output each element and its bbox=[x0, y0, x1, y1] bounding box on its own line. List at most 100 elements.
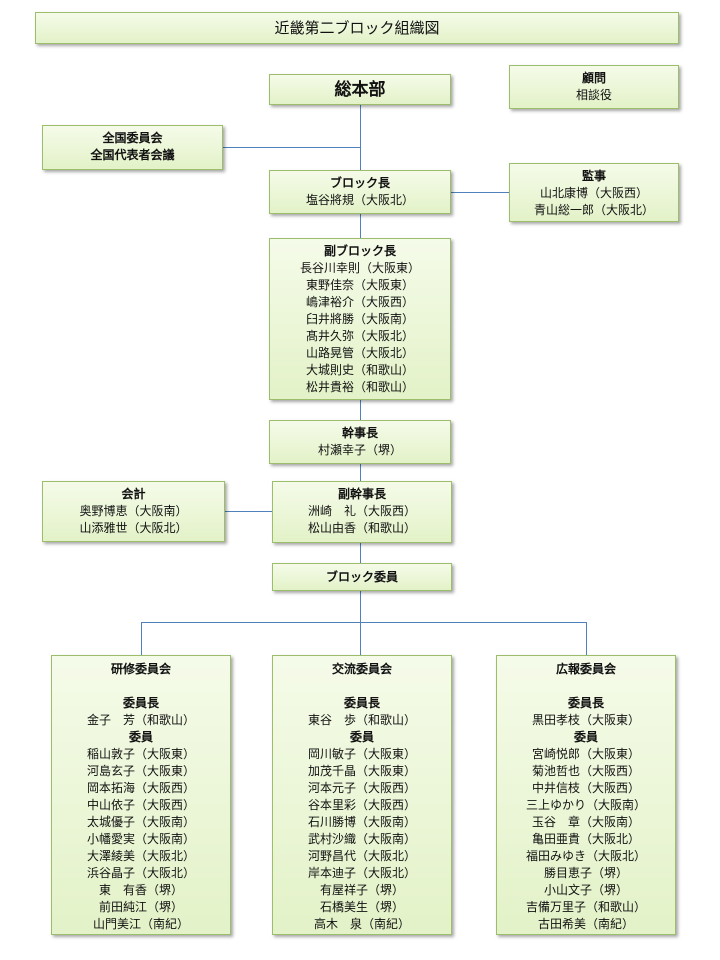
exchange-member: 河本元子（大阪西） bbox=[307, 781, 416, 795]
connector-leader-to-vice bbox=[360, 214, 361, 238]
pr-committee-title: 広報委員会 bbox=[555, 662, 616, 676]
exchange-member: 石橋美生（堺） bbox=[319, 900, 404, 914]
training-member: 浜谷晶子（大阪北） bbox=[86, 866, 195, 880]
training-member: 太城優子（大阪南） bbox=[86, 815, 195, 829]
pr-member: 菊池哲也（大阪西） bbox=[531, 764, 640, 778]
pr-members-label: 委員 bbox=[573, 730, 598, 744]
auditor-member: 山北康博（大阪西） bbox=[539, 186, 648, 200]
connector-accounting bbox=[225, 511, 272, 512]
vice-secretary-title: 副幹事長 bbox=[337, 487, 386, 501]
vice-secretary-member: 松山由香（和歌山） bbox=[307, 521, 416, 535]
vice-leader-member: 山路晃管（大阪北） bbox=[305, 346, 414, 360]
training-member: 岡本拓海（大阪西） bbox=[86, 781, 195, 795]
accounting-member: 山添雅世（大阪北） bbox=[79, 521, 188, 535]
connector-vice-secretary-to-committee bbox=[360, 543, 361, 563]
accounting-title: 会計 bbox=[121, 487, 146, 501]
pr-member: 吉備万里子（和歌山） bbox=[525, 900, 646, 914]
connector-to-pr bbox=[586, 622, 587, 655]
pr-member: 宮崎悦郎（大阪東） bbox=[531, 747, 640, 761]
connector-to-training bbox=[141, 622, 142, 655]
training-member: 稲山敦子（大阪東） bbox=[86, 747, 195, 761]
connector-secretary-to-vice-secretary bbox=[360, 464, 361, 481]
auditor-member: 青山総一郎（大阪北） bbox=[533, 203, 654, 217]
pr-member: 玉谷 章（大阪南） bbox=[531, 815, 640, 829]
block-leader-member: 塩谷將規（大阪北） bbox=[305, 193, 414, 207]
advisor-box: 顧問 相談役 bbox=[509, 65, 679, 109]
exchange-member: 武村沙織（大阪南） bbox=[307, 832, 416, 846]
vice-secretary-member: 洲崎 礼（大阪西） bbox=[307, 504, 416, 518]
secretary-general-title: 幹事長 bbox=[341, 426, 378, 440]
block-leader-title: ブロック長 bbox=[329, 176, 390, 190]
block-committee-label: ブロック委員 bbox=[325, 570, 398, 584]
pr-chair: 黒田孝枝（大阪東） bbox=[531, 713, 640, 727]
vice-leader-member: 大城則史（和歌山） bbox=[305, 363, 414, 377]
national-committee-label: 全国委員会 bbox=[102, 131, 163, 145]
vice-leader-title: 副ブロック長 bbox=[323, 244, 396, 258]
training-member: 小幡愛実（大阪南） bbox=[86, 832, 195, 846]
advisor-sub: 相談役 bbox=[575, 88, 612, 102]
exchange-committee-box: 交流委員会 委員長 東谷 歩（和歌山） 委員 岡川敏子（大阪東） 加茂千晶（大阪… bbox=[272, 655, 452, 935]
spacer bbox=[273, 678, 451, 695]
headquarters-box: 総本部 bbox=[269, 74, 451, 105]
advisor-title: 顧問 bbox=[581, 71, 606, 85]
training-member: 河島玄子（大阪東） bbox=[86, 764, 195, 778]
national-assembly-label: 全国代表者会議 bbox=[90, 148, 175, 162]
training-chair-label: 委員長 bbox=[122, 696, 159, 710]
vice-leader-box: 副ブロック長 長谷川幸則（大阪東） 東野佳奈（大阪東） 嶋津裕介（大阪西） 臼井… bbox=[269, 238, 451, 400]
vice-leader-member: 東野佳奈（大阪東） bbox=[305, 278, 414, 292]
exchange-member: 岡川敏子（大阪東） bbox=[307, 747, 416, 761]
training-committee-title: 研修委員会 bbox=[110, 662, 171, 676]
vice-leader-member: 長谷川幸則（大阪東） bbox=[299, 261, 420, 275]
pr-committee-box: 広報委員会 委員長 黒田孝枝（大阪東） 委員 宮崎悦郎（大阪東） 菊池哲也（大阪… bbox=[496, 655, 676, 935]
spacer bbox=[497, 678, 675, 695]
training-committee-box: 研修委員会 委員長 金子 芳（和歌山） 委員 稲山敦子（大阪東） 河島玄子（大阪… bbox=[51, 655, 231, 935]
auditor-box: 監事 山北康博（大阪西） 青山総一郎（大阪北） bbox=[509, 163, 679, 222]
training-member: 東 有香（堺） bbox=[98, 883, 183, 897]
page-title-text: 近畿第二ブロック組織図 bbox=[274, 19, 440, 37]
pr-member: 福田みゆき（大阪北） bbox=[525, 849, 646, 863]
exchange-member: 石川勝博（大阪南） bbox=[307, 815, 416, 829]
block-leader-box: ブロック長 塩谷將規（大阪北） bbox=[269, 170, 451, 214]
connector-hq-to-leader bbox=[360, 105, 361, 170]
training-member: 山門美江（南紀） bbox=[92, 917, 189, 931]
connector-national bbox=[223, 147, 360, 148]
exchange-member: 河野昌代（大阪北） bbox=[307, 849, 416, 863]
exchange-member: 高木 泉（南紀） bbox=[313, 917, 410, 931]
vice-secretary-box: 副幹事長 洲崎 礼（大阪西） 松山由香（和歌山） bbox=[272, 481, 452, 543]
secretary-general-member: 村瀬幸子（堺） bbox=[317, 443, 402, 457]
exchange-members-label: 委員 bbox=[349, 730, 374, 744]
training-chair: 金子 芳（和歌山） bbox=[86, 713, 195, 727]
connector-committee-down bbox=[360, 591, 361, 655]
connector-vice-to-secretary bbox=[360, 400, 361, 420]
page-title: 近畿第二ブロック組織図 bbox=[35, 12, 679, 44]
training-members-label: 委員 bbox=[128, 730, 153, 744]
training-member: 中山依子（大阪西） bbox=[86, 798, 195, 812]
secretary-general-box: 幹事長 村瀬幸子（堺） bbox=[269, 420, 451, 464]
vice-leader-member: 臼井將勝（大阪南） bbox=[305, 312, 414, 326]
accounting-box: 会計 奥野博恵（大阪南） 山添雅世（大阪北） bbox=[42, 481, 225, 542]
pr-member: 三上ゆかり（大阪南） bbox=[525, 798, 646, 812]
exchange-member: 加茂千晶（大阪東） bbox=[307, 764, 416, 778]
training-member: 大澤綾美（大阪北） bbox=[86, 849, 195, 863]
exchange-committee-title: 交流委員会 bbox=[331, 662, 392, 676]
block-committee-box: ブロック委員 bbox=[272, 563, 452, 591]
auditor-title: 監事 bbox=[581, 169, 606, 183]
vice-leader-member: 嶋津裕介（大阪西） bbox=[305, 295, 414, 309]
connector-committee-branch bbox=[141, 622, 587, 623]
national-committee-box: 全国委員会 全国代表者会議 bbox=[42, 125, 223, 170]
exchange-chair-label: 委員長 bbox=[343, 696, 380, 710]
exchange-chair: 東谷 歩（和歌山） bbox=[307, 713, 416, 727]
accounting-member: 奥野博恵（大阪南） bbox=[79, 504, 188, 518]
pr-member: 勝目恵子（堺） bbox=[543, 866, 628, 880]
vice-leader-member: 松井貴裕（和歌山） bbox=[305, 380, 414, 394]
headquarters-label: 総本部 bbox=[334, 80, 386, 100]
exchange-member: 岸本迪子（大阪北） bbox=[307, 866, 416, 880]
pr-member: 亀田亜貴（大阪北） bbox=[531, 832, 640, 846]
spacer bbox=[52, 678, 230, 695]
training-member: 前田純江（堺） bbox=[98, 900, 183, 914]
vice-leader-member: 髙井久弥（大阪北） bbox=[305, 329, 414, 343]
pr-member: 中井信枝（大阪西） bbox=[531, 781, 640, 795]
pr-member: 古田希美（南紀） bbox=[537, 917, 634, 931]
pr-member: 小山文子（堺） bbox=[543, 883, 628, 897]
exchange-member: 谷本里彩（大阪西） bbox=[307, 798, 416, 812]
